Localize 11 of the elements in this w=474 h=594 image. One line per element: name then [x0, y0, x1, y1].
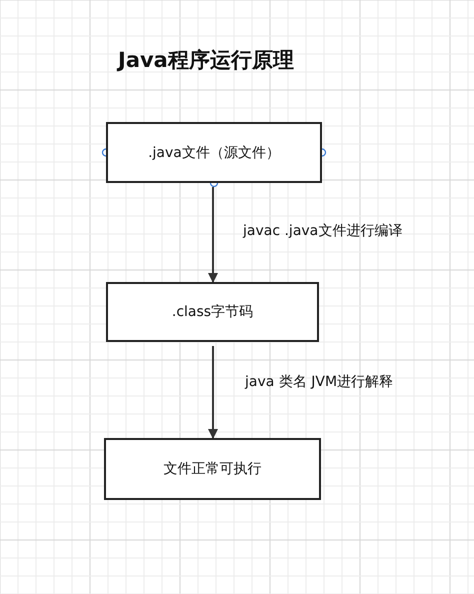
arrow: [208, 346, 218, 439]
diagram-title: Java程序运行原理: [118, 47, 294, 74]
process-box: [104, 438, 321, 500]
process-box: [106, 282, 319, 342]
box-label: 文件正常可执行: [164, 460, 262, 478]
box-label: .java文件（源文件）: [148, 144, 280, 162]
box-label: .class字节码: [172, 303, 254, 321]
arrow: [208, 187, 218, 283]
process-box: [106, 122, 322, 183]
edge-label: javac .java文件进行编译: [243, 222, 402, 240]
edge-label: java 类名 JVM进行解释: [245, 373, 394, 391]
